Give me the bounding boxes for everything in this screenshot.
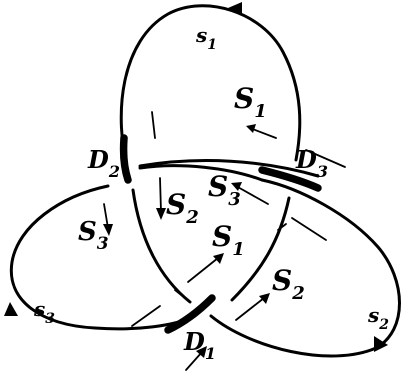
arrow-s2-down-head	[156, 208, 166, 220]
label-s2-lower: s2	[367, 303, 389, 333]
arrow-s2-right-head	[259, 293, 270, 304]
arrow-s1-mid-shaft	[188, 258, 218, 282]
tick-center-lower	[175, 290, 190, 302]
label-s1-lower: s1	[195, 23, 217, 53]
label-S2-right: S2	[272, 264, 305, 304]
arc-top-lobe	[121, 6, 300, 176]
label-S3-left: S3	[78, 217, 109, 254]
label-D2: D2	[87, 145, 120, 181]
overcrossing-d2	[124, 138, 128, 180]
label-D1: D1	[183, 327, 216, 363]
arrow-s2-down-shaft	[160, 178, 161, 212]
arrow-s1-mid-head	[213, 253, 224, 264]
arrow-left-strand	[4, 302, 18, 316]
arrow-s1-head	[246, 124, 256, 133]
tick-top-center	[152, 112, 155, 138]
tick-right-center	[292, 218, 326, 240]
arc-upper-right-pass	[140, 161, 318, 176]
arrow-s2-right-shaft	[236, 298, 264, 320]
strand-arrowheads	[4, 2, 388, 352]
label-S1-mid: S1	[212, 220, 245, 260]
label-S3-center: S3	[208, 170, 241, 210]
label-s3-lower: s3	[33, 297, 55, 327]
arc-center-horizontal	[140, 166, 262, 180]
label-S2-center: S2	[166, 188, 199, 228]
tick-left-bottom	[132, 306, 160, 326]
arrow-s3-center-shaft	[236, 186, 268, 204]
label-S1-top: S1	[234, 82, 267, 122]
